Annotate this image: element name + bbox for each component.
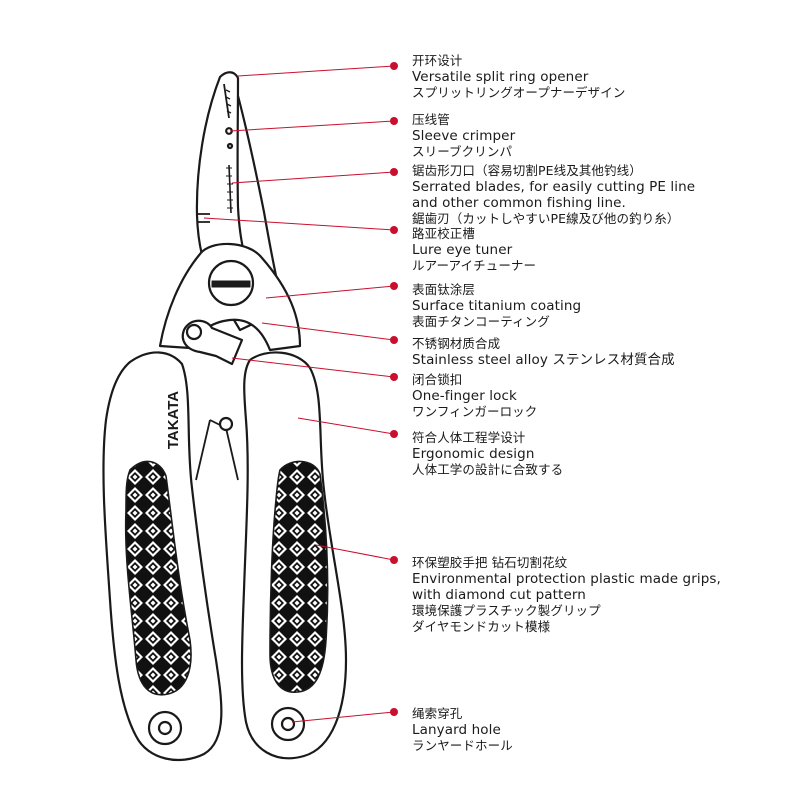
lanyard-hole-right-inner [280, 716, 296, 732]
callout-dot-split-ring-opener [390, 62, 398, 70]
feature-desc: Lure eye tuner [412, 242, 513, 258]
crimper-hole-2 [226, 142, 234, 150]
callout-dot-grips [390, 556, 398, 564]
feature-title: 环保塑胶手把 钻石切割花纹 [412, 555, 568, 570]
lure-eye-tuner-groove [198, 213, 210, 223]
feature-title: 绳索穿孔 [412, 706, 463, 721]
feature-split-ring-opener: 开环设计 Versatile split ring opener スプリットリン… [412, 53, 792, 101]
feature-sleeve-crimper: 压线管 Sleeve crimper スリーブクリンパ [412, 112, 792, 160]
callout-dot-lure-eye-tuner [390, 226, 398, 234]
feature-title: 表面钛涂层 [412, 282, 476, 297]
feature-serrated-blades: 锯齿形刀口（容易切割PE线及其他钓线） Serrated blades, for… [412, 163, 792, 227]
brand-label: TAKATA [165, 391, 182, 449]
feature-desc: Ergonomic design [412, 446, 535, 462]
callout-dot-lanyard-hole [390, 708, 398, 716]
split-ring-opener-notch [223, 83, 230, 119]
feature-title: 符合人体工程学设计 [412, 430, 526, 445]
feature-desc: Sleeve crimper [412, 128, 516, 144]
feature-title: 不锈钢材质合成 [412, 336, 501, 351]
lanyard-hole-left-inner [157, 720, 173, 736]
callouts [203, 62, 398, 723]
feature-desc: One-finger lock [412, 388, 517, 404]
grip-left [124, 460, 192, 696]
feature-desc-jp: ルアーアイチューナー [412, 258, 537, 273]
callout-line-sleeve-crimper [229, 120, 395, 132]
feature-desc: Stainless steel alloy ステンレス材質合成 [412, 352, 675, 368]
grip-right [269, 460, 329, 693]
feature-desc-2: and other common fishing line. [412, 195, 626, 211]
feature-grips: 环保塑胶手把 钻石切割花纹 Environmental protection p… [412, 555, 792, 635]
lock-rivet [185, 323, 203, 341]
feature-desc-jp: 人体工学の設計に合致する [412, 462, 564, 477]
spring [195, 419, 239, 481]
feature-desc-jp: ランヤードホール [412, 738, 513, 753]
serrated-blade [228, 164, 232, 214]
feature-title: 闭合锁扣 [412, 372, 463, 387]
jaw-serration [225, 89, 232, 114]
feature-title: 锯齿形刀口（容易切割PE线及其他钓线） [412, 163, 642, 178]
feature-desc-jp-2: ダイヤモンドカット模様 [412, 619, 551, 634]
callout-line-serrated-blades [231, 171, 395, 184]
callout-line-grips [315, 544, 395, 561]
feature-lanyard-hole: 绳索穿孔 Lanyard hole ランヤードホール [412, 706, 792, 754]
pliers-illustration [102, 71, 348, 762]
feature-lure-eye-tuner: 路亚校正槽 Lure eye tuner ルアーアイチューナー [412, 226, 792, 274]
pivot-screw-slot [211, 280, 251, 288]
callout-dot-ergonomic-design [390, 430, 398, 438]
callout-line-lure-eye-tuner [203, 217, 395, 231]
feature-desc-jp: 鋸歯刃（カットしやすいPE線及び他の釣り糸） [412, 211, 680, 226]
callout-line-ergonomic-design [297, 417, 395, 435]
feature-desc: Serrated blades, for easily cutting PE l… [412, 179, 696, 195]
feature-desc: Surface titanium coating [412, 298, 582, 314]
callout-dot-serrated-blades [390, 168, 398, 176]
feature-desc-jp: 環境保護プラスチック製グリップ [412, 603, 601, 618]
callout-dot-one-finger-lock [390, 373, 398, 381]
feature-titanium-coating: 表面钛涂层 Surface titanium coating 表面チタンコーティ… [412, 282, 792, 330]
callout-dot-sleeve-crimper [390, 117, 398, 125]
feature-ergonomic-design: 符合人体工程学设计 Ergonomic design 人体工学の設計に合致する [412, 430, 792, 478]
feature-desc: Versatile split ring opener [412, 69, 589, 85]
blade-teeth [226, 167, 233, 209]
callout-dot-stainless-steel [390, 336, 398, 344]
feature-desc-jp: スリーブクリンパ [412, 144, 513, 159]
spring-rivet [218, 416, 234, 432]
feature-desc-jp: 表面チタンコーティング [412, 314, 550, 329]
feature-title: 开环设计 [412, 53, 463, 68]
feature-desc-jp: スプリットリングオープナーデザイン [412, 85, 626, 100]
callout-line-stainless-steel [261, 322, 395, 341]
callout-dot-titanium-coating [390, 282, 398, 290]
feature-desc: Lanyard hole [412, 722, 501, 738]
callout-line-lanyard-hole [291, 711, 395, 723]
feature-stainless-steel: 不锈钢材质合成 Stainless steel alloy ステンレス材質合成 [412, 336, 792, 368]
callout-line-titanium-coating [265, 285, 395, 299]
callout-line-one-finger-lock [231, 357, 395, 378]
feature-title: 路亚校正槽 [412, 226, 476, 241]
feature-desc-jp: ワンフィンガーロック [412, 404, 538, 419]
feature-title: 压线管 [412, 112, 450, 127]
feature-desc-2: with diamond cut pattern [412, 587, 586, 603]
feature-one-finger-lock: 闭合锁扣 One-finger lock ワンフィンガーロック [412, 372, 792, 420]
feature-desc: Environmental protection plastic made gr… [412, 571, 721, 587]
callout-line-split-ring-opener [237, 65, 395, 77]
